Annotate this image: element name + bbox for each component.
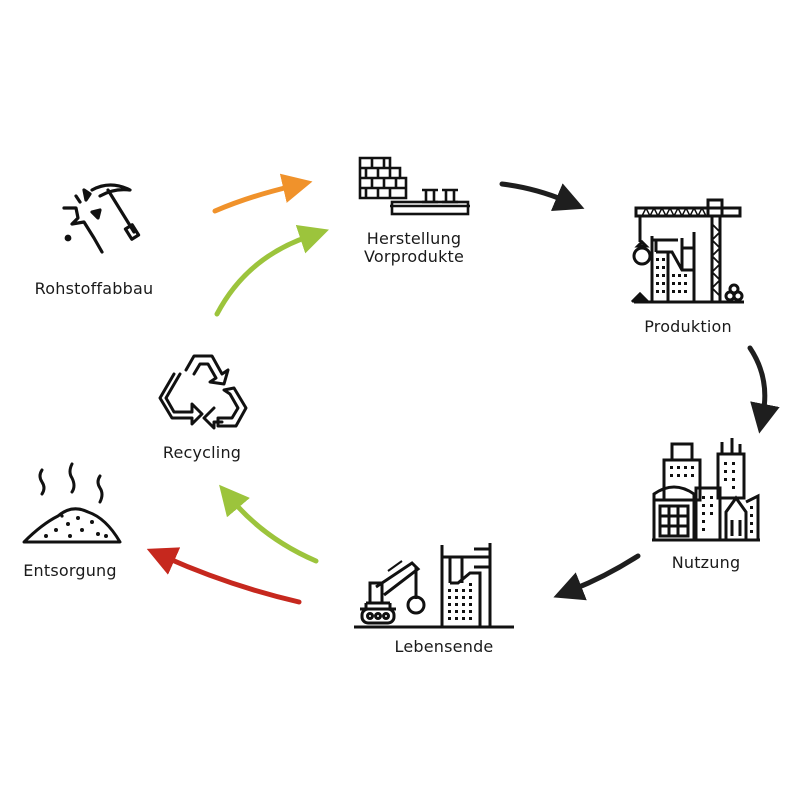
stage-label-entsorgung: Entsorgung [23,561,117,580]
stage-label-produktion: Produktion [644,317,732,336]
arrow-nutzung-to-lebensende [553,553,641,601]
arrow-rohstoffabbau-to-herstellung [212,173,313,214]
arrow-lebensende-to-entsorgung [146,547,302,605]
stage-label-herstellung-line1: Herstellung [366,229,462,248]
pickaxe-icon [62,183,141,254]
recycle-icon [158,354,248,430]
arrow-recycling-to-herstellung [214,224,329,317]
stage-label-recycling: Recycling [162,443,242,462]
arrow-produktion-to-nutzung [747,345,780,434]
construction-crane-icon [630,198,744,304]
stage-label-lebensende: Lebensende [394,637,494,656]
stage-label-rohstoffabbau: Rohstoffabbau [34,279,154,298]
waste-pile-icon [22,462,122,544]
stage-label-herstellung-line2: Vorprodukte [363,247,465,266]
stage-label-nutzung: Nutzung [671,553,741,572]
bricks-beams-icon [358,156,470,216]
arrow-lebensende-to-recycling [219,484,319,564]
city-buildings-icon [652,438,760,542]
demolition-icon [354,543,514,629]
arrow-herstellung-to-produktion [499,181,585,211]
